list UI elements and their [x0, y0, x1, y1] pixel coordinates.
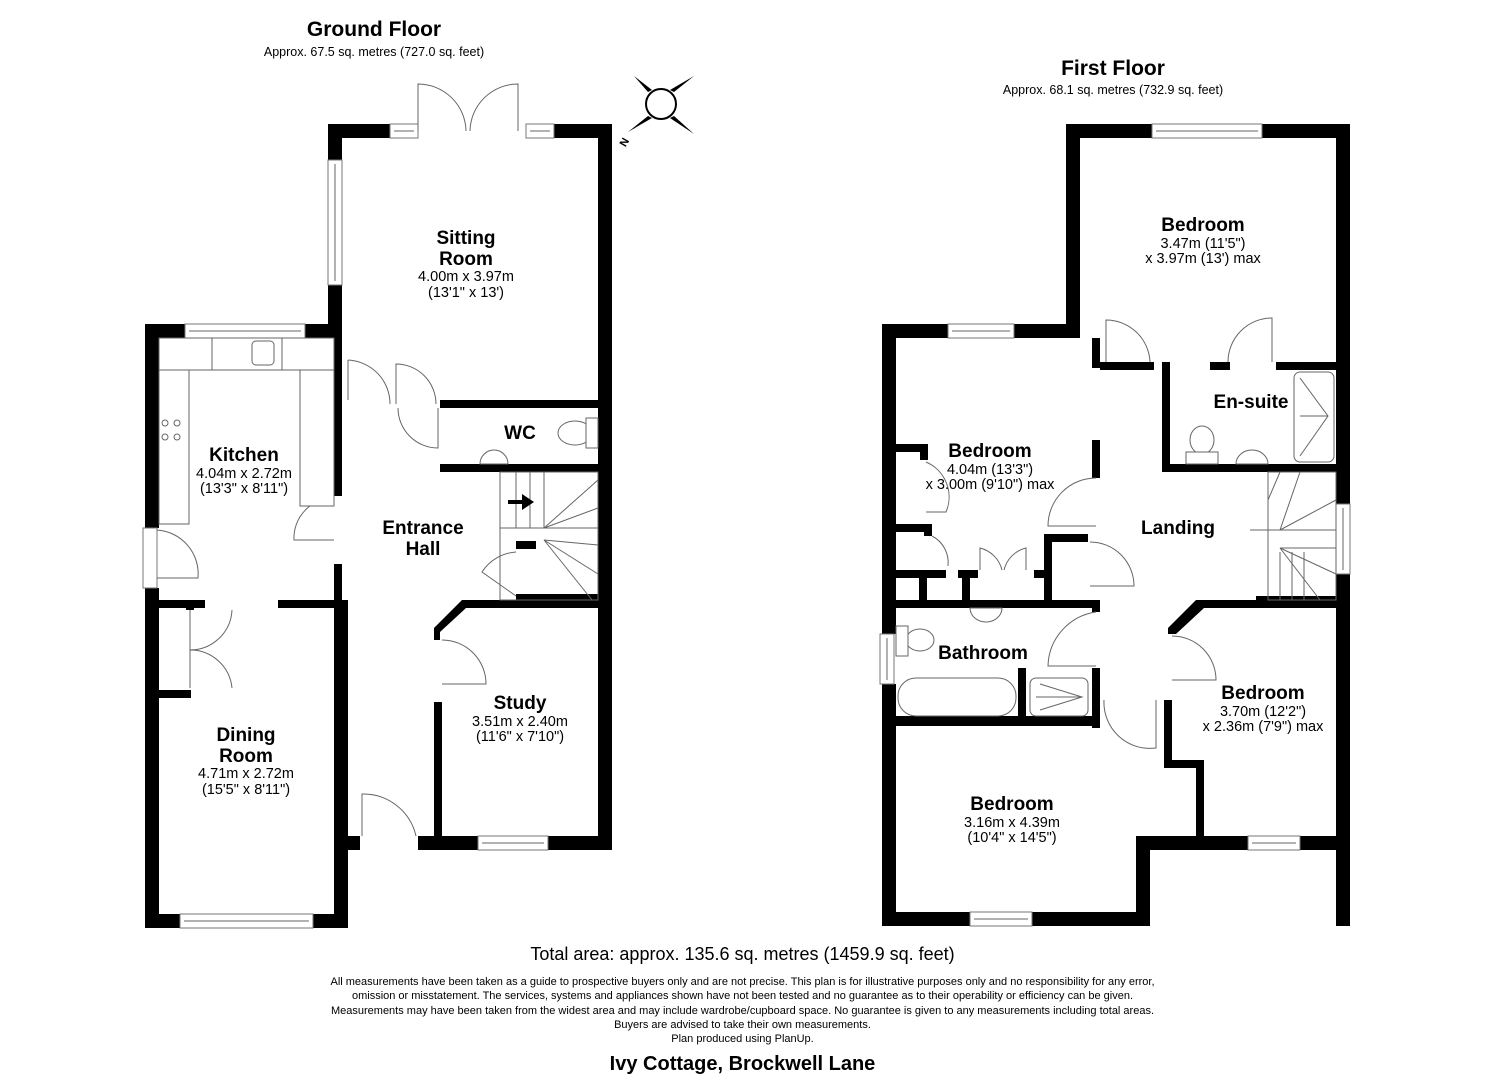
- compass-north-label: N: [618, 136, 632, 149]
- room-name: Bedroom: [970, 794, 1054, 815]
- disclaimer: All measurements have been taken as a gu…: [0, 975, 1485, 1046]
- room-name: Bedroom: [1161, 215, 1245, 236]
- room-name: En-suite: [1213, 392, 1289, 413]
- room-dimensions-width: 3.47m (11'5"): [1160, 235, 1246, 252]
- room-name: Bathroom: [938, 643, 1028, 664]
- property-address: Ivy Cottage, Brockwell Lane: [609, 1053, 876, 1075]
- room-dimensions-imperial: (13'3" x 8'11"): [199, 481, 289, 498]
- room-name: Bedroom: [1221, 683, 1305, 704]
- room-dimensions-metric: 3.51m x 2.40m: [472, 713, 568, 730]
- ground-floor-windows: [142, 123, 555, 929]
- room-dimensions-length: x 3.97m (13') max: [1145, 251, 1261, 268]
- disclaimer-line: Plan produced using PlanUp.: [671, 1033, 814, 1046]
- room-name: Bedroom: [948, 441, 1032, 462]
- room-kitchen: Kitchen 4.04m x 2.72m (13'3" x 8'11"): [196, 445, 292, 498]
- room-name: Landing: [1141, 518, 1215, 539]
- room-dimensions-metric: 3.16m x 4.39m: [964, 814, 1060, 831]
- disclaimer-line: omission or misstatement. The services, …: [351, 990, 1134, 1003]
- room-dining-room: Dining Room 4.71m x 2.72m (15'5" x 8'11"…: [198, 725, 294, 798]
- room-bedroom-bottom: Bedroom 3.16m x 4.39m (10'4" x 14'5"): [964, 794, 1060, 847]
- ground-floor-title: Ground Floor: [306, 18, 442, 41]
- room-name: WC: [504, 423, 536, 444]
- ground-floor-walls: [145, 124, 612, 928]
- room-study: Study 3.51m x 2.40m (11'6" x 7'10"): [472, 693, 568, 746]
- room-dimensions-length: x 3.00m (9'10") max: [925, 477, 1055, 494]
- room-name: Entrance: [382, 518, 464, 539]
- room-bedroom-top: Bedroom 3.47m (11'5") x 3.97m (13') max: [1145, 215, 1261, 268]
- room-name: Kitchen: [209, 445, 279, 466]
- room-dimensions-imperial: (15'5" x 8'11"): [201, 781, 291, 798]
- disclaimer-line: Measurements may have been taken from th…: [330, 1004, 1155, 1017]
- room-dimensions-imperial: (11'6" x 7'10"): [475, 729, 565, 746]
- room-wc: WC: [504, 423, 536, 445]
- room-bathroom: Bathroom: [938, 643, 1028, 665]
- room-name: Sitting: [436, 228, 496, 249]
- first-floor-doors: [925, 317, 1273, 749]
- room-dimensions-metric: 4.00m x 3.97m: [418, 269, 514, 286]
- ground-floor-fixtures: [158, 337, 599, 601]
- first-floor-walls: [882, 124, 1350, 926]
- disclaimer-line: All measurements have been taken as a gu…: [330, 976, 1155, 988]
- room-dimensions-imperial: (13'1" x 13'): [428, 284, 504, 301]
- first-floor-windows: [879, 123, 1351, 927]
- compass-icon: [628, 76, 694, 134]
- first-floor-fixtures: [895, 371, 1337, 717]
- ground-floor-area: Approx. 67.5 sq. metres (727.0 sq. feet): [263, 45, 485, 59]
- room-name: Hall: [405, 538, 441, 560]
- room-name: Dining: [216, 725, 276, 746]
- room-dimensions-length: x 2.36m (7'9") max: [1202, 719, 1324, 736]
- room-name: Room: [439, 248, 493, 270]
- first-floor-area: Approx. 68.1 sq. metres (732.9 sq. feet): [1002, 83, 1224, 97]
- first-floor-title: First Floor: [1061, 57, 1165, 80]
- disclaimer-line: Buyers are advised to take their own mea…: [614, 1018, 871, 1031]
- room-landing: Landing: [1141, 518, 1215, 540]
- room-dimensions-width: 4.04m (13'3"): [946, 461, 1034, 478]
- room-name: Study: [493, 693, 547, 714]
- room-bedroom-left: Bedroom 4.04m (13'3") x 3.00m (9'10") ma…: [925, 441, 1055, 494]
- room-en-suite: En-suite: [1213, 392, 1289, 414]
- room-entrance-hall: Entrance Hall: [382, 518, 464, 560]
- room-bedroom-right: Bedroom 3.70m (12'2") x 2.36m (7'9") max: [1202, 683, 1324, 736]
- room-dimensions-metric: 4.71m x 2.72m: [198, 766, 294, 783]
- room-dimensions-imperial: (10'4" x 14'5"): [967, 830, 1057, 847]
- room-dimensions-metric: 4.04m x 2.72m: [196, 465, 292, 482]
- ground-floor-doors: [156, 83, 519, 837]
- room-dimensions-width: 3.70m (12'2"): [1219, 703, 1307, 720]
- room-name: Room: [219, 745, 273, 767]
- total-area: Total area: approx. 135.6 sq. metres (14…: [530, 944, 955, 964]
- room-sitting-room: Sitting Room 4.00m x 3.97m (13'1" x 13'): [418, 228, 514, 301]
